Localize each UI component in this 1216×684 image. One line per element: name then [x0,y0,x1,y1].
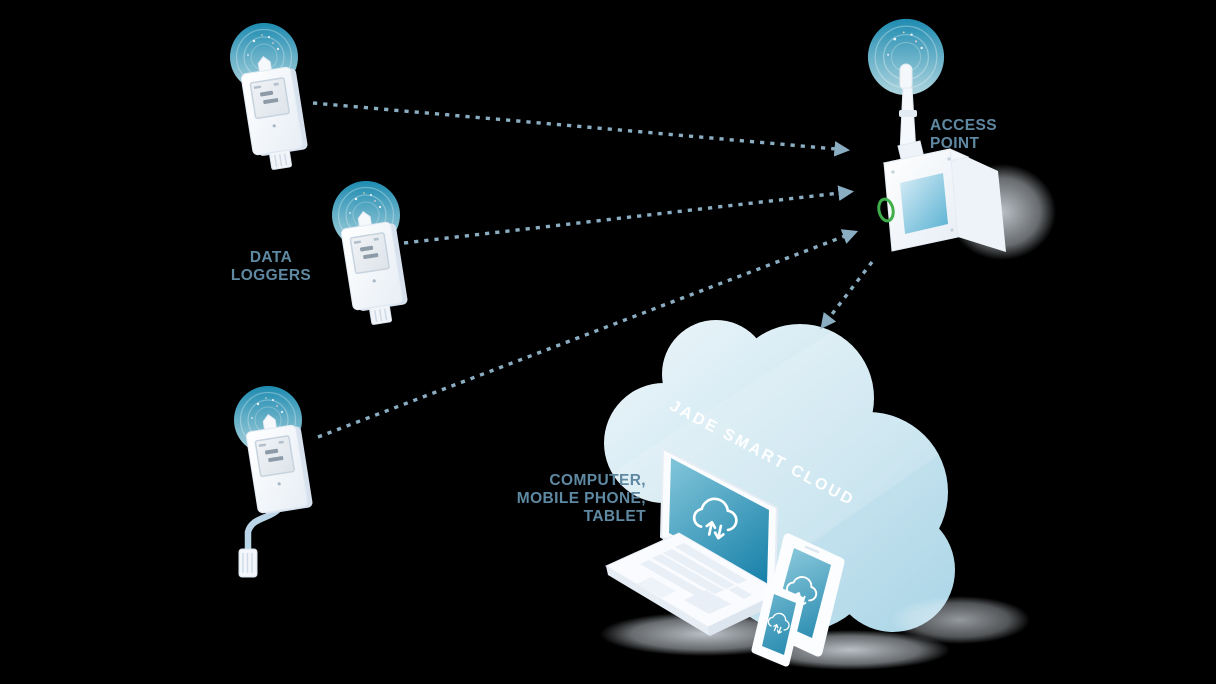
access-point-screen [900,173,948,234]
data-loggers-label: DATA LOGGERS [211,249,331,285]
laptop-touchpad [637,577,676,598]
arrow-logger3-to-ap [317,229,859,439]
client-devices-label-line1: COMPUTER, [549,472,646,489]
connection-arrows [312,101,874,439]
data-loggers-label-line1: DATA [249,249,293,266]
client-devices-label: COMPUTER, MOBILE PHONE, TABLET [498,472,646,526]
laptop-screen [669,458,769,585]
arrow-ap-to-cloud [820,260,874,330]
antenna [897,63,927,172]
data-logger-1 [229,22,309,171]
laptop-device [604,448,783,636]
access-point-label-line2: POINT [930,135,980,152]
soft-shadow [890,596,1030,644]
data-loggers-label-line2: LOGGERS [230,267,312,284]
laptop-keyboard [640,543,752,614]
client-devices-label-line3: TABLET [583,508,646,525]
box-side-face [950,149,1006,252]
access-point-label-line1: ACCESS [930,117,997,134]
logger-sensor-grille [268,149,293,171]
access-point-device [867,18,1056,260]
arrow-logger1-to-ap [312,101,851,157]
external-probe [238,548,258,578]
arrow-logger2-to-ap [403,185,854,245]
phone-screen [762,594,796,655]
smartphone-device [751,583,805,667]
logger-sensor-grille [368,304,393,326]
data-logger-2 [331,180,409,326]
green-clip [877,197,895,223]
client-devices-label-line2: MOBILE PHONE, [516,490,646,507]
access-point-label: ACCESS POINT [930,117,1040,153]
tablet-speaker [804,545,820,554]
data-logger-3 [233,385,314,578]
